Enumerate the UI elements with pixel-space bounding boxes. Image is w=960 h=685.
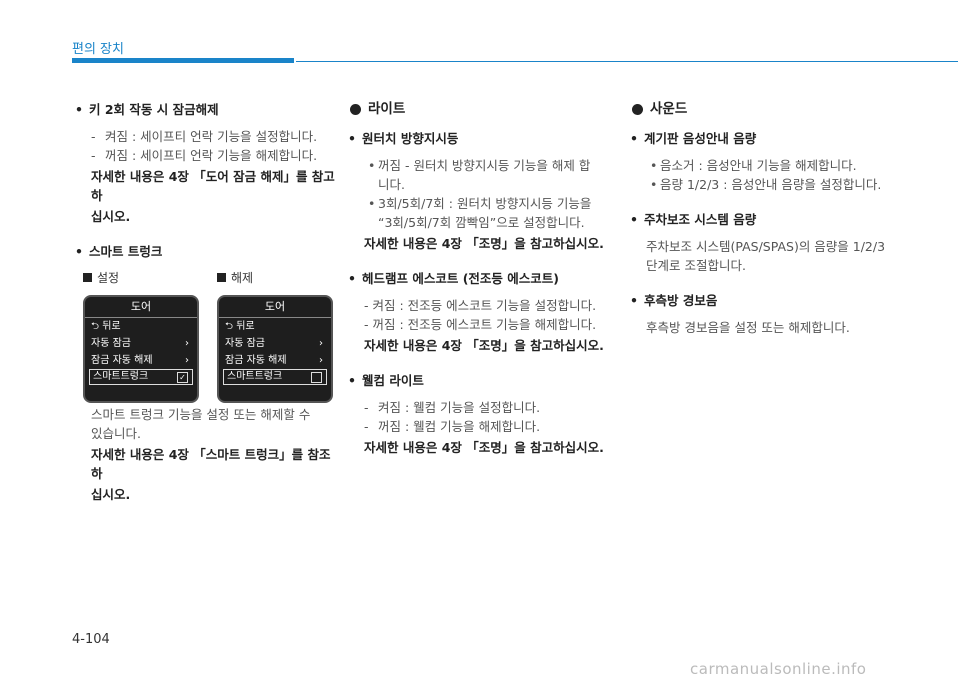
welcome-light-ref: 자세한 내용은 4장 「조명」을 참고하십시오.: [364, 440, 604, 455]
headlamp-escort-item-on: - 켜짐 : 전조등 에스코트 기능을 설정합니다.: [364, 298, 597, 313]
welcome-light-item-on: 켜짐 : 웰컴 기능을 설정합니다.: [348, 398, 618, 417]
page-number: 4-104: [72, 632, 110, 647]
cluster-voice-volume-title: 계기판 음성안내 음량: [630, 129, 900, 148]
trunk-screens: 도어 ⮌ 뒤로 자동 잠금› 잠금 자동 해제› 스마트트렁크✓ 도어 ⮌ 뒤로…: [75, 295, 337, 405]
key-title: 키 2회 작동 시 잠금해제: [75, 100, 337, 119]
screen-off: 도어 ⮌ 뒤로 자동 잠금› 잠금 자동 해제› 스마트트렁크: [217, 295, 333, 403]
screen-on: 도어 ⮌ 뒤로 자동 잠금› 잠금 자동 해제› 스마트트렁크✓: [83, 295, 199, 403]
one-touch-turn-item-off-cont: 니다.: [378, 177, 405, 192]
header-bar: [72, 58, 294, 63]
trunk-ref-line2: 십시오.: [91, 487, 131, 502]
cluster-voice-item-mute: 음소거 : 음성안내 기능을 해제합니다.: [630, 156, 900, 175]
section-light: 라이트: [348, 100, 618, 119]
trunk-ref-line1: 자세한 내용은 4장 「스마트 트렁크」를 참조하: [91, 447, 331, 481]
chevron-right-icon: ›: [185, 338, 189, 349]
screen-off-back: ⮌ 뒤로: [225, 321, 255, 332]
one-touch-turn-item-count-cont: “3회/5회/7회 깜빡임”으로 설정합니다.: [378, 215, 585, 230]
screen-on-item-auto-lock: 자동 잠금›: [85, 335, 197, 352]
label-on: 설정: [83, 269, 119, 288]
key-ref-line1: 자세한 내용은 4장 「도어 잠금 해제」를 참고하: [91, 169, 335, 203]
key-ref-line2: 십시오.: [91, 209, 131, 224]
key-item-off: 꺼짐 : 세이프티 언락 기능을 해제합니다.: [75, 146, 337, 165]
column-1: 키 2회 작동 시 잠금해제 켜짐 : 세이프티 언락 기능을 설정합니다. 꺼…: [75, 100, 337, 504]
screen-off-title: 도어: [219, 297, 331, 318]
headlamp-escort-title: 헤드램프 에스코트 (전조등 에스코트): [348, 269, 618, 288]
screen-labels: 설정 해제: [75, 269, 337, 289]
chevron-right-icon: ›: [185, 355, 189, 366]
one-touch-turn-item-off: 꺼짐 - 원터치 방향지시등 기능을 해제 합: [348, 156, 618, 175]
chevron-right-icon: ›: [319, 355, 323, 366]
screen-off-item-auto-unlock: 잠금 자동 해제›: [219, 352, 331, 369]
trunk-title: 스마트 트렁크: [75, 242, 337, 261]
screen-off-item-smart-trunk: 스마트트렁크: [223, 369, 327, 385]
screen-on-item-auto-unlock: 잠금 자동 해제›: [85, 352, 197, 369]
column-3: 사운드 계기판 음성안내 음량 음소거 : 음성안내 기능을 해제합니다. 음량…: [630, 100, 900, 337]
watermark: carmanualsonline.info: [690, 660, 867, 678]
screen-on-title: 도어: [85, 297, 197, 318]
cluster-voice-item-volume: 음량 1/2/3 : 음성안내 음량을 설정합니다.: [630, 175, 900, 194]
screen-off-item-auto-lock: 자동 잠금›: [219, 335, 331, 352]
header-title: 편의 장치: [72, 42, 124, 57]
blind-spot-warning-title: 후측방 경보음: [630, 291, 900, 310]
blind-spot-warning-desc: 후측방 경보음을 설정 또는 해제합니다.: [646, 320, 850, 335]
parking-assist-desc-line1: 주차보조 시스템(PAS/SPAS)의 음량을 1/2/3: [646, 239, 886, 254]
one-touch-turn-ref: 자세한 내용은 4장 「조명」을 참고하십시오.: [364, 236, 604, 251]
checkbox-empty-icon: [311, 372, 322, 383]
key-item-on: 켜짐 : 세이프티 언락 기능을 설정합니다.: [75, 127, 337, 146]
screen-on-back: ⮌ 뒤로: [91, 321, 121, 332]
screen-on-item-smart-trunk: 스마트트렁크✓: [89, 369, 193, 385]
chevron-right-icon: ›: [319, 338, 323, 349]
welcome-light-item-off: 꺼짐 : 웰컴 기능을 해제합니다.: [348, 417, 618, 436]
welcome-light-title: 웰컴 라이트: [348, 371, 618, 390]
headlamp-escort-ref: 자세한 내용은 4장 「조명」을 참고하십시오.: [364, 338, 604, 353]
column-2: 라이트 원터치 방향지시등 꺼짐 - 원터치 방향지시등 기능을 해제 합 니다…: [348, 100, 618, 457]
headlamp-escort-item-off: - 꺼짐 : 전조등 에스코트 기능을 해제합니다.: [364, 317, 597, 332]
one-touch-turn-item-count: 3회/5회/7회 : 원터치 방향지시등 기능을: [348, 194, 618, 213]
parking-assist-desc-line2: 단계로 조절합니다.: [646, 258, 746, 273]
label-off: 해제: [217, 269, 253, 288]
trunk-desc-line2: 있습니다.: [91, 426, 141, 441]
parking-assist-volume-title: 주차보조 시스템 음량: [630, 210, 900, 229]
header-divider: [296, 61, 958, 62]
one-touch-turn-title: 원터치 방향지시등: [348, 129, 618, 148]
trunk-desc-line1: 스마트 트렁크 기능을 설정 또는 해제할 수: [91, 407, 311, 422]
section-sound: 사운드: [630, 100, 900, 119]
checkbox-checked-icon: ✓: [177, 372, 188, 383]
